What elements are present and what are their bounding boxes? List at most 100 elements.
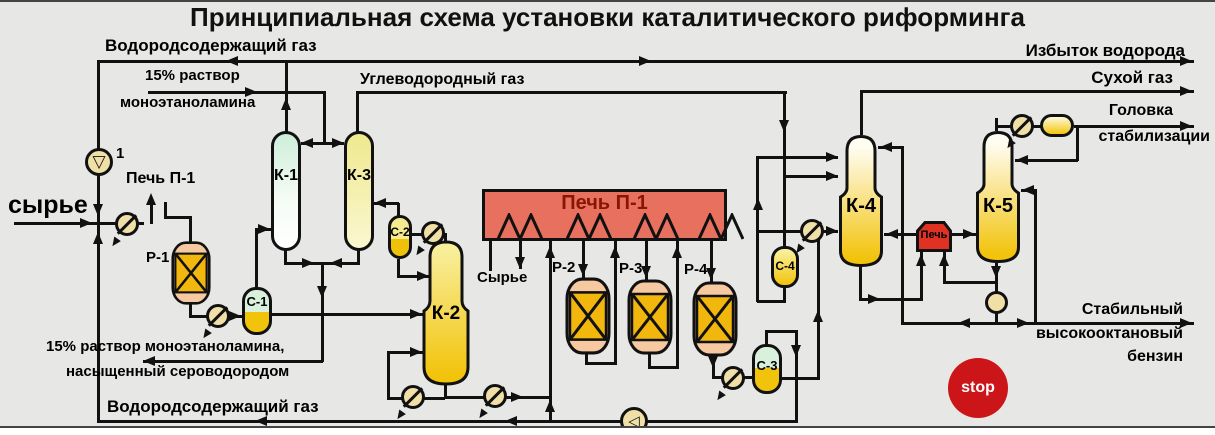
label-rich-mea-2: насыщенный сероводородом [66,363,290,380]
reactor-r4 [692,281,738,357]
label-k4: К-4 [846,195,876,217]
flow-arrow [610,246,620,258]
pipe-s3-liq-riser [817,240,820,379]
furnace-small [916,221,952,252]
flow-arrow [255,416,267,426]
stop-button[interactable]: stop [948,358,1008,418]
pipe-k2-top [444,233,447,243]
flow-arrow [826,171,838,181]
flow-arrow [245,87,257,97]
pipe-k5-sidefeed-riser [1034,190,1037,324]
reactor-r2 [565,277,611,355]
heat-exchanger-icon [483,384,507,408]
label-gasoline-2: высокооктановый [1035,325,1183,342]
pump-icon [985,291,1008,314]
pipe-r4-feed [710,241,713,283]
flow-arrow [1022,185,1034,195]
column-k5 [976,130,1020,264]
reactor-r3 [627,279,673,355]
pipe-hc-gas [357,91,787,94]
label-r4: Р-4 [684,261,708,278]
condenser-icon [1010,114,1034,138]
pipe-s3-liq [781,377,820,380]
flow-arrow [916,254,926,266]
flow-arrow [1180,86,1192,96]
pipe-s1-k2 [270,313,424,316]
label-excess-hydrogen: Избыток водорода [1025,41,1185,60]
label-k2: К-2 [431,303,461,324]
label-stab-head-2: стабилизации [1098,128,1211,145]
utility-arrow [476,408,488,421]
pipe-k4-reflux [901,147,904,325]
pipe-heater-riser2 [943,252,946,283]
pipe-rich-mea-down [321,262,324,362]
flow-arrow [886,229,898,239]
pipe-k4-btm-down [859,266,862,300]
pipe-dry-gas [860,90,1194,93]
pipe-r2-feed [582,241,585,279]
column-k2 [422,240,470,386]
flow-arrow [672,246,682,258]
label-r2: Р-2 [552,259,576,276]
flow-arrow [1180,121,1192,131]
flow-arrow [146,193,156,205]
label-s3: С-3 [756,358,778,373]
flow-arrow [826,152,838,162]
flow-arrow [1016,155,1028,165]
furnace-coil-icon [497,213,543,240]
reactor-r1 [171,241,211,305]
pipe-mea-split [301,142,344,145]
pipe-stab-head [1074,125,1194,128]
label-hydrogen-gas-top: Водородсодержащий газ [105,36,317,55]
flow-arrow [417,271,429,281]
pipe-k3-top [356,91,359,132]
pipe-r2-down [585,353,588,364]
furnace-small-label: Печь [920,229,948,241]
pipe-r2-out [585,362,617,365]
pipe-furnace-return [164,216,191,219]
flow-arrow [779,120,789,132]
pipe-s4-btm [757,300,786,303]
flow-arrow [791,345,801,357]
label-r3: Р-3 [619,260,643,277]
pipe-s2-k3 [374,202,399,205]
frame-top [0,0,1215,2]
label-rich-mea-1: 15% раствор моноэтаноламина, [46,338,285,355]
pipe-bottom-recycle [97,420,798,423]
label-stab-head-1: Головка [1108,102,1173,119]
pipe-furnace-feed-in [489,241,492,271]
flow-arrow [511,392,523,402]
pipe-mea-in [148,91,325,94]
pipe-k2-reboil2 [387,351,423,354]
flow-arrow [1180,56,1192,66]
flow-arrow [991,266,1001,278]
label-k1: К-1 [274,167,298,184]
flow-arrow [868,294,880,304]
pipe-main-riser [549,240,552,422]
pump-icon: ▽ [85,148,113,176]
label-hydrocarbon-gas: Углеводородный газ [360,71,525,88]
flow-arrow [545,246,555,258]
label-to-furnace: Печь П-1 [126,170,196,187]
pipe-k4-bottoms [859,298,923,301]
furnace-coil-icon [698,213,744,240]
flow-arrow [939,254,949,266]
flow-arrow [410,309,422,319]
diagram-title: Принципиальная схема установки каталитич… [190,2,1025,32]
flow-arrow [813,310,823,322]
furnace-p1-label: Печь П-1 [561,192,648,214]
label-s2: С-2 [390,225,410,239]
heat-exchanger-icon [206,304,230,328]
flow-arrow [515,257,525,269]
flow-arrow [226,56,238,66]
flow-arrow [1180,318,1192,328]
pipe-heater-riser1 [920,252,923,300]
pipe-to-furnace-stub [150,200,153,224]
flow-arrow [639,56,651,66]
heat-exchanger-icon [721,366,745,390]
pipe-mea-down [323,91,326,144]
furnace-coil-icon [633,213,679,240]
pump-tag: 1 [116,145,125,162]
pipe-feed-in [14,222,98,225]
